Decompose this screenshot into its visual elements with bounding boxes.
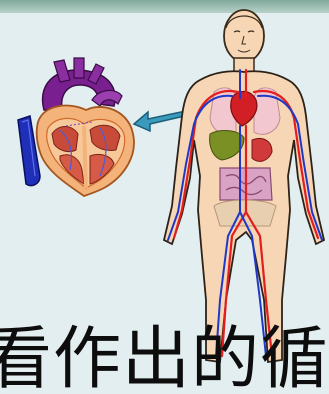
- heart-cross-section: [18, 58, 134, 196]
- human-body-figure: [164, 10, 324, 362]
